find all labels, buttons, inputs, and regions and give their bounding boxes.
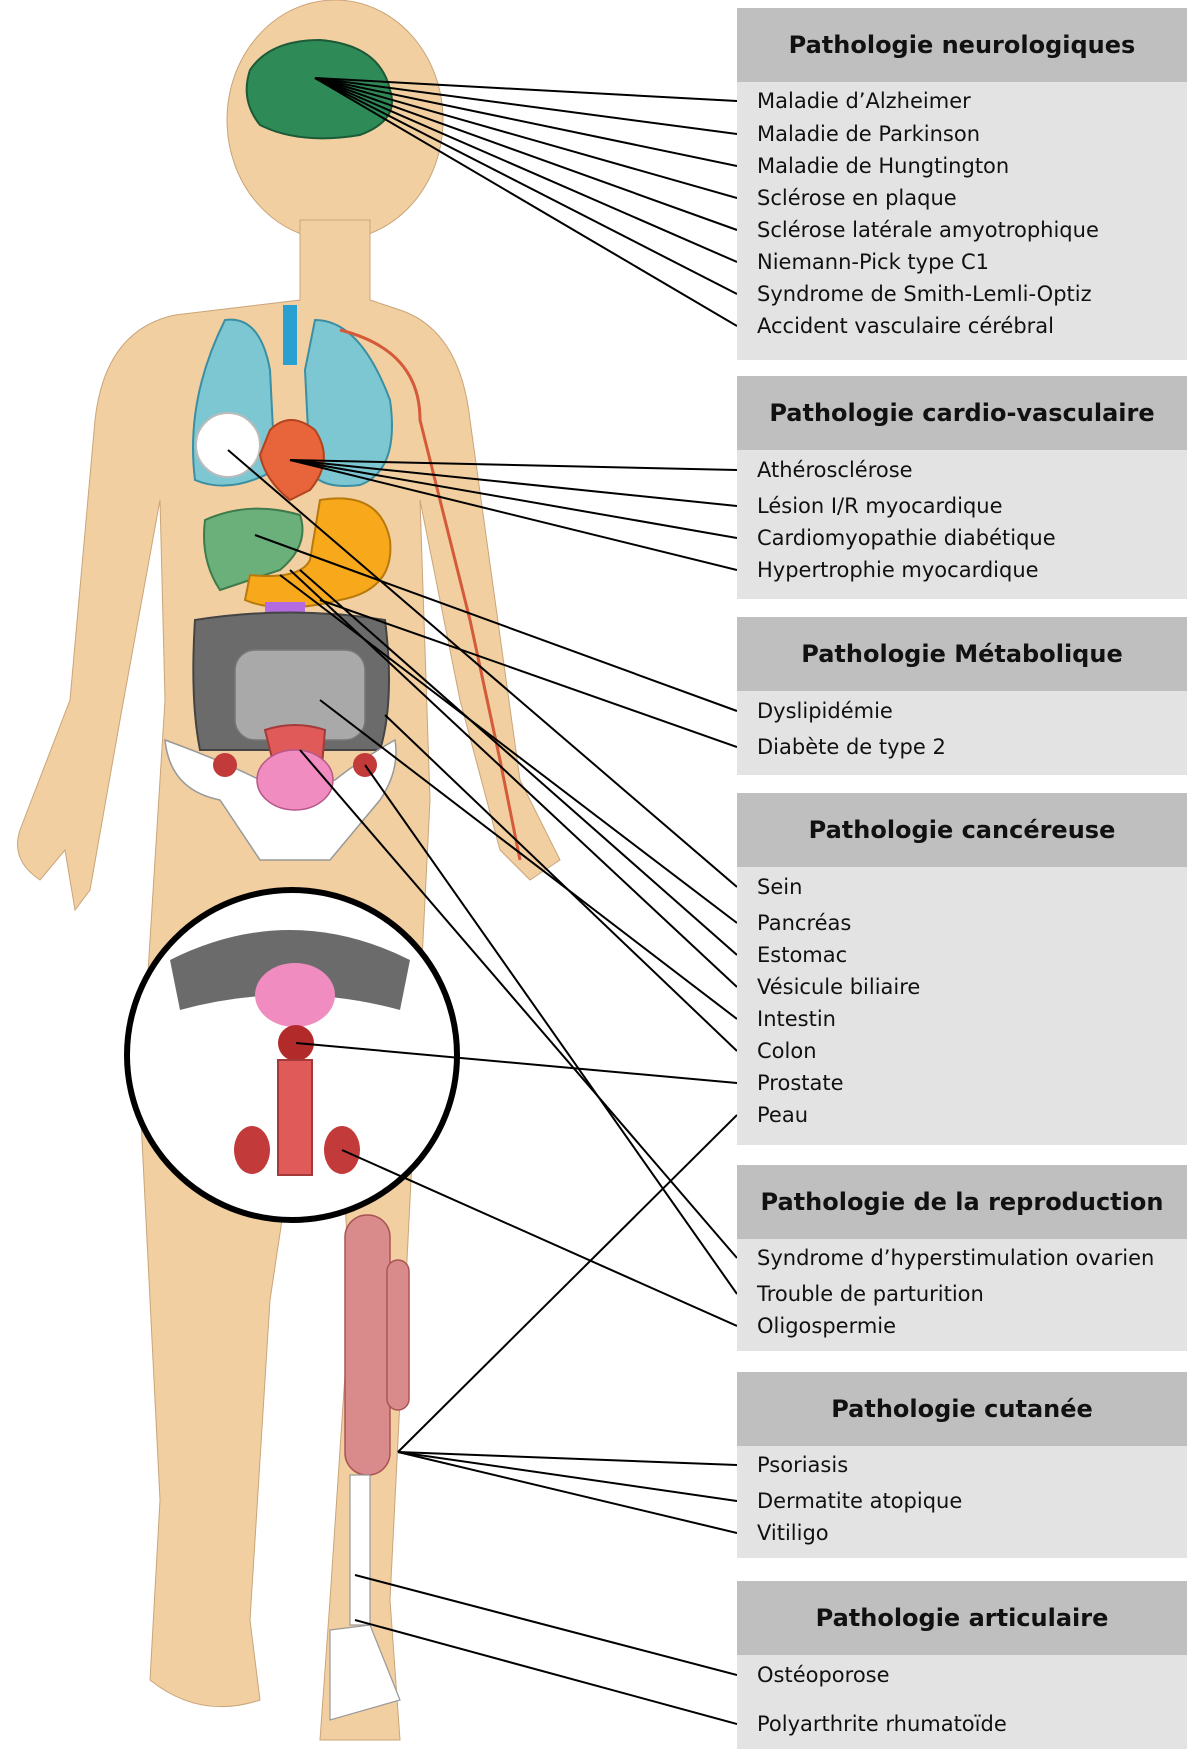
panel-item: Dyslipidémie bbox=[757, 698, 893, 724]
left-testis bbox=[234, 1126, 270, 1174]
panel-item: Peau bbox=[757, 1102, 808, 1128]
left-ovary bbox=[213, 753, 237, 777]
panel-item: Polyarthrite rhumatoïde bbox=[757, 1711, 1007, 1737]
panel-item: Sein bbox=[757, 874, 802, 900]
panel-item: Oligospermie bbox=[757, 1313, 896, 1339]
leg-muscle bbox=[345, 1215, 390, 1475]
panel-item: Vitiligo bbox=[757, 1520, 829, 1546]
panel-item: Vésicule biliaire bbox=[757, 974, 920, 1000]
panel-item: Maladie de Parkinson bbox=[757, 121, 980, 147]
panel-item: Intestin bbox=[757, 1006, 836, 1032]
panel-item: Diabète de type 2 bbox=[757, 734, 946, 760]
panel-item: Colon bbox=[757, 1038, 817, 1064]
human-body-illustration bbox=[0, 0, 737, 1749]
breast bbox=[196, 413, 260, 477]
panel-item: Syndrome de Smith-Lemli-Optiz bbox=[757, 281, 1092, 307]
panel-item: Pancréas bbox=[757, 910, 851, 936]
panel-title: Pathologie neurologiques bbox=[737, 8, 1187, 82]
panel-item: Ostéoporose bbox=[757, 1662, 890, 1688]
connector-line bbox=[355, 1620, 737, 1724]
panel-item: Estomac bbox=[757, 942, 847, 968]
panel-title: Pathologie articulaire bbox=[737, 1581, 1187, 1655]
panel-item: Cardiomyopathie diabétique bbox=[757, 525, 1056, 551]
panel-item: Maladie d’Alzheimer bbox=[757, 88, 971, 114]
panel-item: Maladie de Hungtington bbox=[757, 153, 1009, 179]
panel-item: Sclérose en plaque bbox=[757, 185, 957, 211]
panel-title: Pathologie de la reproduction bbox=[737, 1165, 1187, 1239]
panel-item: Trouble de parturition bbox=[757, 1281, 984, 1307]
leg-muscle-2 bbox=[387, 1260, 409, 1410]
panel-item: Prostate bbox=[757, 1070, 844, 1096]
inset-bladder bbox=[255, 963, 335, 1027]
penis bbox=[278, 1060, 312, 1175]
panel-item: Lésion I/R myocardique bbox=[757, 493, 1003, 519]
connector-line bbox=[355, 1575, 737, 1675]
panel-title: Pathologie cutanée bbox=[737, 1372, 1187, 1446]
panel-item: Accident vasculaire cérébral bbox=[757, 313, 1054, 339]
bladder bbox=[257, 750, 333, 810]
connector-line bbox=[398, 1115, 737, 1452]
panel-item: Syndrome d’hyperstimulation ovarien bbox=[757, 1245, 1154, 1271]
panel-title: Pathologie Métabolique bbox=[737, 617, 1187, 691]
trachea bbox=[283, 305, 297, 365]
body-silhouette bbox=[18, 0, 561, 1740]
tibia bbox=[350, 1475, 370, 1625]
panel-title: Pathologie cancéreuse bbox=[737, 793, 1187, 867]
panel-item: Dermatite atopique bbox=[757, 1488, 962, 1514]
panel-item: Niemann-Pick type C1 bbox=[757, 249, 989, 275]
panel-item: Athérosclérose bbox=[757, 457, 913, 483]
connector-line bbox=[398, 1452, 737, 1533]
panel-item: Psoriasis bbox=[757, 1452, 848, 1478]
panel-title: Pathologie cardio-vasculaire bbox=[737, 376, 1187, 450]
panel-item: Sclérose latérale amyotrophique bbox=[757, 217, 1099, 243]
panel-item: Hypertrophie myocardique bbox=[757, 557, 1039, 583]
